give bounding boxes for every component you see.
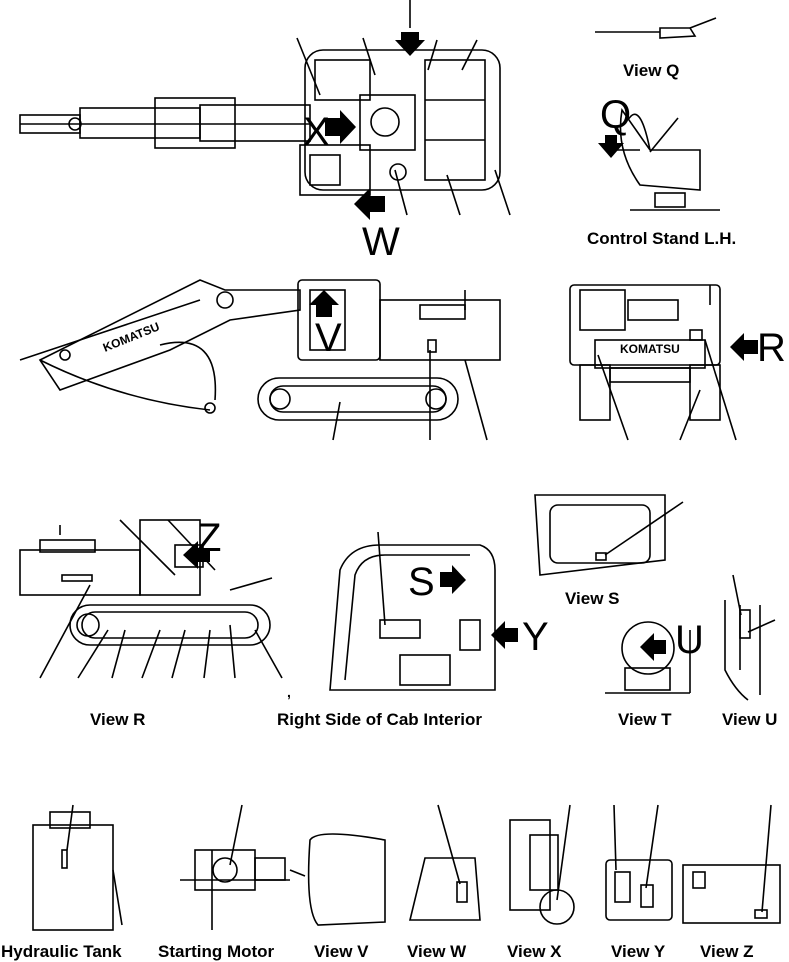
letter-y: Y <box>522 615 549 659</box>
caption-right-side-cab: Right Side of Cab Interior <box>277 710 482 729</box>
caption-view-s: View S <box>565 589 620 608</box>
caption-view-w: View W <box>407 942 467 961</box>
caption-view-t: View T <box>618 710 672 729</box>
caption-hydraulic-tank: Hydraulic Tank <box>1 942 122 961</box>
view-q-drawing <box>595 17 717 39</box>
letter-x: X <box>303 110 330 154</box>
arrow-s-icon <box>440 565 466 594</box>
caption-view-x: View X <box>507 942 562 961</box>
arrow-q-icon <box>598 135 624 158</box>
view-t-drawing <box>605 621 691 694</box>
letter-r: R <box>757 326 786 370</box>
cab-interior-drawing <box>329 531 496 691</box>
caption-view-v: View V <box>314 942 369 961</box>
letter-s: S <box>408 560 435 604</box>
caption-control-stand: Control Stand L.H. <box>587 229 737 248</box>
arrow-w-icon <box>354 188 385 220</box>
letter-q: Q <box>600 93 632 137</box>
view-v-drawing <box>289 833 386 926</box>
starting-motor-drawing <box>180 804 290 930</box>
view-y-drawing <box>605 804 673 921</box>
arrow-u-icon <box>640 633 666 661</box>
caption-starting-motor: Starting Motor <box>158 942 275 961</box>
view-z-drawing <box>682 804 781 924</box>
caption-view-y: View Y <box>611 942 666 961</box>
caption-view-q: View Q <box>623 61 680 80</box>
rear-view-excavator <box>569 284 737 441</box>
view-x-drawing <box>509 804 575 925</box>
arrow-r-icon <box>730 333 758 361</box>
view-u-drawing <box>724 574 776 701</box>
arrow-v-icon <box>309 290 339 317</box>
side-view-excavator <box>19 279 501 441</box>
arrow-x-icon <box>325 110 356 144</box>
hydraulic-tank-drawing <box>32 804 123 931</box>
view-r-drawing <box>19 519 283 679</box>
letter-z: Z <box>197 516 222 560</box>
brand-label-rear: KOMATSU <box>620 342 680 356</box>
view-w-drawing <box>408 804 481 921</box>
arrow-z-icon <box>183 541 210 569</box>
letter-u: U <box>675 618 704 662</box>
view-s-drawing <box>534 494 684 576</box>
letter-v: V <box>315 316 342 360</box>
letter-w: W <box>362 220 400 264</box>
caption-view-u: View U <box>722 710 778 729</box>
stray-comma: , <box>287 684 291 700</box>
arrow-t-icon <box>395 32 425 56</box>
caption-view-z: View Z <box>700 942 754 961</box>
arrow-y-icon <box>491 621 518 649</box>
top-view-excavator <box>19 0 511 216</box>
caption-view-r: View R <box>90 710 146 729</box>
